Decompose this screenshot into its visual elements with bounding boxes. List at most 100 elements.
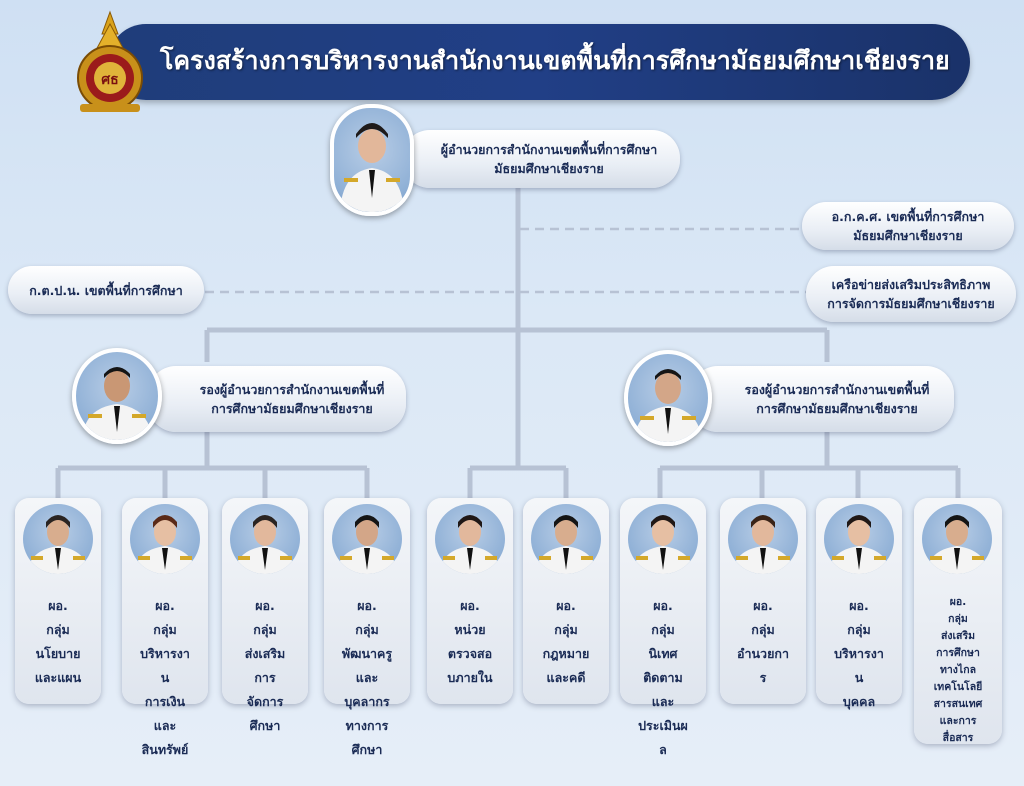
group-head-title-line: สารสนเทศ: [933, 698, 983, 710]
group-head-portrait: [922, 504, 992, 574]
group-head-title-line: ผอ.: [357, 598, 377, 613]
group-head-title-line: กฎหมาย: [542, 646, 590, 661]
group-card: ผอ. กลุ่มส่งเสริมการจัดการศึกษา: [222, 498, 308, 733]
group-head-title: ผอ.กลุ่มกฎหมายและคดี: [523, 594, 609, 690]
group-head-title: ผอ. กลุ่มส่งเสริมการจัดการศึกษา: [222, 594, 308, 738]
group-head-title-line: ผอ.: [753, 598, 773, 613]
group-head-title: ผอ. หน่วยตรวจสอบภายใน: [427, 594, 513, 690]
group-head-title: ผอ.กลุ่มนโยบายและแผน: [15, 594, 101, 690]
group-head-title-line: บภายใน: [447, 670, 493, 685]
group-head-title-line: เทคโนโลยี: [933, 681, 983, 693]
deputy-right-line2: การศึกษามัธยมศึกษาเชียงราย: [756, 401, 918, 416]
page-title: โครงสร้างการบริหารงานสำนักงานเขตพื้นที่ก…: [160, 46, 950, 75]
group-head-title-line: กลุ่ม: [948, 613, 968, 625]
group-card: ผอ.กลุ่มกฎหมายและคดี: [523, 498, 609, 704]
side-box-ktpn: ก.ต.ป.น. เขตพื้นที่การศึกษา: [8, 266, 204, 314]
group-head-title-line: กลุ่ม: [355, 622, 379, 637]
group-head-title-line: กลุ่ม: [253, 622, 277, 637]
side-box-akks-line2: มัธยมศึกษาเชียงราย: [853, 228, 963, 243]
group-head-title-line: และคดี: [546, 670, 586, 685]
title-banner: [108, 24, 970, 100]
group-card: ผอ. กลุ่มอำนวยการ: [720, 498, 806, 704]
group-head-title-line: บุคลากร: [344, 694, 390, 709]
group-head-title: ผอ.กลุ่มส่งเสริมการศึกษาทางไกลเทคโนโลยีส…: [914, 594, 1002, 747]
group-head-title-line: ตรวจสอ: [447, 646, 493, 661]
thai-education-emblem-icon: ศธ: [77, 10, 143, 112]
group-head-portrait: [531, 504, 601, 574]
group-head-title-line: สินทรัพย์: [141, 742, 189, 757]
group-head-title: ผอ.กลุ่มบริหารงานบุคคล: [816, 594, 902, 714]
group-head-title-line: ศึกษา: [351, 742, 383, 757]
group-head-title-line: และ: [355, 670, 379, 685]
group-head-title-line: การศึกษา: [936, 647, 980, 659]
group-head-title-line: และการ: [939, 715, 977, 727]
group-head-portrait: [824, 504, 894, 574]
group-head-title-line: และ: [153, 718, 177, 733]
group-head-title: ผอ.กลุ่มบริหารงานการเงินและสินทรัพย์: [122, 594, 208, 762]
group-card: ผอ.กลุ่มส่งเสริมการศึกษาทางไกลเทคโนโลยีส…: [914, 498, 1002, 744]
group-head-title-line: อำนวยกา: [736, 646, 789, 661]
group-head-title-line: ผอ.: [255, 598, 275, 613]
group-head-title-line: สื่อสาร: [942, 732, 974, 744]
side-box-ktpn-label: ก.ต.ป.น. เขตพื้นที่การศึกษา: [29, 282, 183, 298]
group-head-title-line: การเงิน: [144, 694, 186, 709]
group-head-title-line: ส่งเสริม: [940, 630, 976, 642]
group-head-portrait: [230, 504, 300, 574]
group-head-title-line: และ: [651, 694, 675, 709]
side-box-akks-line1: อ.ก.ค.ศ. เขตพื้นที่การศึกษา: [831, 209, 985, 224]
group-head-title-line: ทางการ: [345, 718, 389, 733]
group-head-portrait: [728, 504, 798, 574]
group-head-title-line: จัดการ: [246, 694, 284, 709]
group-head-title-line: ศึกษา: [249, 718, 281, 733]
group-head-title-line: หน่วย: [454, 622, 486, 637]
group-head-portrait: [628, 504, 698, 574]
side-box-akks: อ.ก.ค.ศ. เขตพื้นที่การศึกษา มัธยมศึกษาเช…: [802, 202, 1014, 250]
group-head-title-line: ร: [759, 670, 767, 685]
group-card: ผอ.กลุ่มนิเทศติดตามและประเมินผล: [620, 498, 706, 757]
group-head-title-line: ผอ.: [556, 598, 576, 613]
group-card: ผอ. หน่วยตรวจสอบภายใน: [427, 498, 513, 704]
group-head-title-line: ผอ.: [653, 598, 673, 613]
group-card: ผอ.กลุ่มนโยบายและแผน: [15, 498, 101, 704]
group-card: ผอ.กลุ่มบริหารงานบุคคล: [816, 498, 902, 709]
director-title-line1: ผู้อำนวยการสำนักงานเขตพื้นที่การศึกษา: [440, 142, 658, 157]
side-box-network: เครือข่ายส่งเสริมประสิทธิภาพ การจัดการมั…: [806, 266, 1016, 322]
director-title-line2: มัธยมศึกษาเชียงราย: [494, 161, 604, 176]
group-card: ผอ.กลุ่มบริหารงานการเงินและสินทรัพย์: [122, 498, 208, 757]
deputy-right-title-box: รองผู้อำนวยการสำนักงานเขตพื้นที่ การศึกษ…: [690, 366, 954, 432]
group-card: ผอ. กลุ่มพัฒนาครูและบุคลากรทางการศึกษา: [324, 498, 410, 757]
group-head-title-line: น: [854, 670, 864, 685]
group-head-title-line: ส่งเสริม: [244, 646, 286, 661]
side-box-network-line2: การจัดการมัธยมศึกษาเชียงราย: [827, 296, 995, 311]
group-head-portrait: [435, 504, 505, 574]
director-portrait: [330, 104, 414, 216]
group-head-title-line: ผอ.: [48, 598, 68, 613]
deputy-left-line2: การศึกษามัธยมศึกษาเชียงราย: [211, 401, 373, 416]
group-head-title: ผอ. กลุ่มอำนวยการ: [720, 594, 806, 690]
group-head-title-line: กลุ่ม: [751, 622, 775, 637]
deputy-right-portrait: [624, 350, 712, 446]
group-head-title-line: น: [160, 670, 170, 685]
group-head-title-line: ติดตาม: [643, 670, 683, 685]
group-head-title-line: พัฒนาครู: [341, 646, 393, 661]
group-head-title-line: กลุ่ม: [651, 622, 675, 637]
group-head-title-line: และแผน: [34, 670, 82, 685]
director-title-box: ผู้อำนวยการสำนักงานเขตพื้นที่การศึกษา มั…: [402, 130, 680, 188]
group-head-title-line: บริหารงา: [140, 646, 190, 661]
deputy-right-line1: รองผู้อำนวยการสำนักงานเขตพื้นที่: [744, 382, 930, 397]
svg-text:ศธ: ศธ: [101, 72, 118, 88]
deputy-left-portrait: [72, 348, 162, 444]
group-head-title-line: บริหารงา: [834, 646, 884, 661]
group-head-title-line: นิเทศ: [648, 646, 678, 661]
group-head-portrait: [23, 504, 93, 574]
group-head-title-line: นโยบาย: [35, 646, 81, 661]
group-head-title-line: บุคคล: [842, 694, 876, 709]
group-head-title-line: การ: [254, 670, 276, 685]
deputy-left-title-box: รองผู้อำนวยการสำนักงานเขตพื้นที่ การศึกษ…: [148, 366, 406, 432]
side-box-network-line1: เครือข่ายส่งเสริมประสิทธิภาพ: [831, 277, 991, 292]
group-head-title-line: ผอ.: [949, 596, 967, 608]
deputy-left-line1: รองผู้อำนวยการสำนักงานเขตพื้นที่: [199, 382, 385, 397]
group-head-title-line: ผอ.: [460, 598, 480, 613]
group-head-portrait: [130, 504, 200, 574]
